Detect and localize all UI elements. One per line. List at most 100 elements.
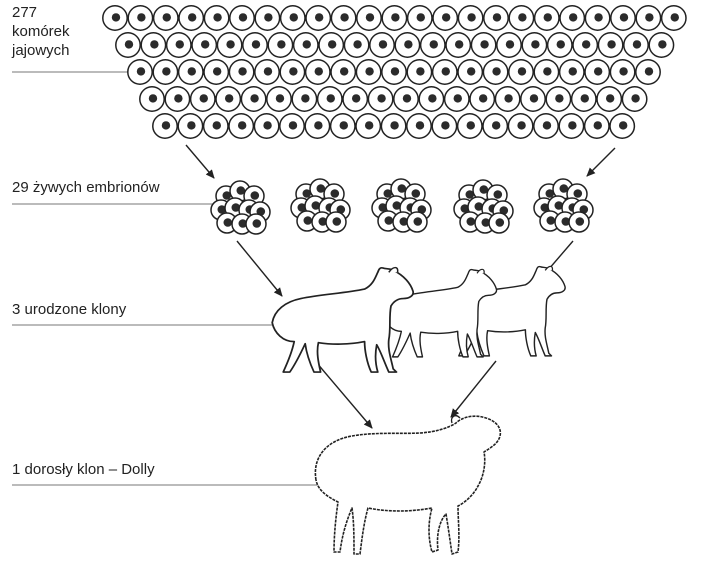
egg-cell — [521, 87, 545, 111]
egg-cell — [548, 33, 572, 57]
egg-cell — [419, 87, 443, 111]
egg-cell — [281, 6, 305, 30]
egg-cell — [357, 6, 381, 30]
egg-cell — [559, 114, 583, 138]
egg-cell — [610, 114, 634, 138]
embryo-cluster — [534, 179, 593, 232]
egg-cell — [394, 87, 418, 111]
egg-cell — [382, 60, 406, 84]
egg-cell — [598, 33, 622, 57]
embryo-clusters — [211, 179, 593, 234]
egg-cell — [446, 33, 470, 57]
egg-cell — [495, 87, 519, 111]
embryo-cell — [407, 212, 427, 232]
egg-cell — [622, 87, 646, 111]
egg-cell — [255, 6, 279, 30]
arrow-eggs-to-embryos-left — [186, 145, 214, 178]
egg-cell — [192, 33, 216, 57]
egg-cell — [331, 114, 355, 138]
egg-cell — [356, 60, 380, 84]
egg-cell — [255, 60, 279, 84]
egg-cell — [407, 60, 431, 84]
embryo-cluster — [372, 179, 431, 232]
egg-cell — [483, 60, 507, 84]
egg-cell — [280, 60, 304, 84]
embryo-cluster — [211, 181, 270, 234]
egg-cell — [546, 87, 570, 111]
egg-cell — [382, 6, 406, 30]
egg-cell — [433, 60, 457, 84]
egg-cell — [229, 60, 253, 84]
egg-cell — [636, 60, 660, 84]
egg-cell — [204, 6, 228, 30]
egg-cell — [407, 114, 431, 138]
egg-cell — [508, 114, 532, 138]
arrow-embryos-to-clones-left — [237, 241, 282, 296]
egg-cell — [165, 87, 189, 111]
egg-cell — [153, 60, 177, 84]
egg-cell — [534, 60, 558, 84]
egg-cell — [585, 60, 609, 84]
egg-cell — [432, 114, 456, 138]
egg-cell — [179, 6, 203, 30]
egg-cell — [483, 114, 507, 138]
egg-cell — [306, 6, 330, 30]
egg-cell — [535, 6, 559, 30]
egg-cell — [305, 114, 329, 138]
egg-cell — [484, 6, 508, 30]
egg-cell — [116, 33, 140, 57]
egg-cell — [370, 33, 394, 57]
egg-cell — [522, 33, 546, 57]
embryo-cluster — [291, 179, 350, 232]
egg-cell — [217, 33, 241, 57]
egg-cell — [395, 33, 419, 57]
embryo-cell — [246, 214, 266, 234]
egg-cell — [573, 33, 597, 57]
arrow-clones-to-adult-right — [451, 361, 496, 417]
egg-cell — [560, 6, 584, 30]
egg-cell — [241, 87, 265, 111]
egg-cell — [408, 6, 432, 30]
egg-cell — [585, 114, 609, 138]
egg-cell — [140, 87, 164, 111]
egg-cell — [179, 60, 203, 84]
egg-cell — [344, 33, 368, 57]
egg-cell — [331, 60, 355, 84]
egg-cell — [204, 60, 228, 84]
egg-cell — [103, 6, 127, 30]
embryo-cell — [489, 213, 509, 233]
egg-cell — [153, 114, 177, 138]
egg-cell-grid — [103, 6, 686, 138]
egg-cell — [470, 87, 494, 111]
egg-cell — [128, 6, 152, 30]
egg-cell — [534, 114, 558, 138]
egg-cell — [204, 114, 228, 138]
egg-cell — [597, 87, 621, 111]
egg-cell — [471, 33, 495, 57]
egg-cell — [154, 6, 178, 30]
egg-cell — [610, 60, 634, 84]
egg-cell — [178, 114, 202, 138]
embryo-cluster — [454, 180, 513, 233]
egg-cell — [343, 87, 367, 111]
arrow-clones-to-adult-left — [316, 362, 372, 428]
egg-cell — [268, 33, 292, 57]
egg-cell — [306, 60, 330, 84]
egg-cell — [292, 87, 316, 111]
embryo-cell — [569, 212, 589, 232]
egg-cell — [433, 6, 457, 30]
egg-cell — [497, 33, 521, 57]
egg-cell — [458, 114, 482, 138]
egg-cell — [280, 114, 304, 138]
egg-cell — [230, 6, 254, 30]
egg-cell — [572, 87, 596, 111]
egg-cell — [585, 6, 609, 30]
egg-cell — [509, 6, 533, 30]
egg-cell — [636, 6, 660, 30]
egg-cell — [229, 114, 253, 138]
egg-cell — [509, 60, 533, 84]
egg-cell — [458, 60, 482, 84]
egg-cell — [254, 114, 278, 138]
egg-cell — [368, 87, 392, 111]
